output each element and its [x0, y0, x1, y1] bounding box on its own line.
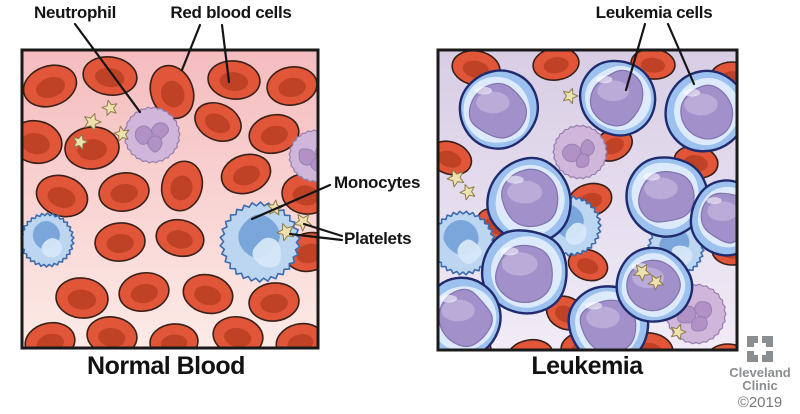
panel-border — [436, 48, 739, 352]
normal-blood-caption: Normal Blood — [87, 352, 245, 380]
red-blood-cell — [22, 64, 78, 108]
red-blood-cell — [220, 153, 272, 195]
leader-line — [302, 222, 344, 238]
platelet-cell — [84, 112, 102, 132]
platelet-cell — [671, 323, 687, 341]
red-blood-cell — [567, 248, 609, 282]
platelet-cell — [647, 274, 664, 291]
leukemia-cell — [578, 59, 657, 137]
leader-line — [73, 22, 142, 114]
copyright-year: ©2019 — [737, 394, 783, 411]
red-blood-cell — [160, 160, 204, 212]
leader-line — [666, 22, 696, 86]
red-blood-cell — [532, 50, 580, 81]
red-blood-cell — [212, 315, 264, 348]
platelet-cell — [446, 169, 465, 188]
platelet-cell — [101, 99, 118, 116]
leukemia-caption: Leukemia — [531, 352, 643, 380]
platelet-cell — [72, 133, 89, 151]
red-blood-cell — [207, 60, 261, 100]
logo-corner — [762, 351, 773, 362]
cleveland-clinic-attribution: Cleveland Clinic ©2019 — [723, 336, 797, 411]
red-blood-cell — [266, 66, 318, 106]
red-blood-cell — [248, 282, 300, 322]
leukemia-cell — [689, 179, 737, 257]
red-blood-cell — [155, 218, 205, 258]
red-blood-cell — [55, 277, 109, 319]
normal-blood-panel — [22, 50, 318, 348]
leukemia-cell — [480, 229, 568, 315]
leukemia-cell — [438, 276, 502, 350]
platelet-cell — [563, 87, 579, 105]
neutrophil-cell — [288, 129, 318, 183]
red-blood-cell — [94, 222, 146, 262]
leukemia-cell — [625, 156, 709, 238]
leader-line — [180, 23, 202, 72]
logo-corner — [762, 336, 773, 347]
red-blood-cell — [506, 338, 554, 350]
red-blood-cell — [182, 273, 234, 315]
red-blood-cell — [98, 172, 150, 212]
red-blood-cell — [64, 126, 120, 170]
leukemia-cell — [486, 156, 572, 245]
neutrophil-label: Neutrophil — [34, 3, 116, 22]
panel-border — [20, 48, 320, 350]
neutrophil-cell — [552, 124, 608, 180]
platelets-label: Platelets — [344, 229, 412, 248]
red-blood-cell — [248, 113, 300, 155]
logo-corner — [747, 336, 758, 347]
leukemia-cell — [664, 69, 737, 153]
red-blood-cell — [194, 101, 242, 143]
leukemia-panel — [438, 50, 737, 350]
monocyte-cell — [22, 212, 75, 268]
leukemia-cell — [567, 285, 650, 350]
leukemia-cell — [458, 69, 540, 150]
leader-line — [624, 22, 647, 92]
logo-corner — [747, 351, 758, 362]
leader-line — [288, 232, 344, 242]
red-blood-cell — [118, 271, 170, 313]
leader-line — [250, 183, 332, 221]
red-blood-cell — [35, 174, 89, 218]
monocytes-label: Monocytes — [334, 173, 421, 192]
monocyte-cell — [219, 201, 301, 283]
brand-name-line1: Cleveland — [729, 365, 791, 380]
platelet-cell — [633, 263, 652, 282]
platelet-cell — [293, 214, 312, 232]
platelet-cell — [459, 184, 476, 201]
leader-line — [220, 23, 231, 84]
neutrophil-cell — [123, 106, 181, 164]
brand-name-line2: Clinic — [742, 378, 778, 393]
red-blood-cell — [86, 316, 138, 348]
cleveland-clinic-logo-icon — [747, 336, 773, 362]
red-blood-cells-label: Red blood cells — [170, 3, 292, 22]
leukemia-cells-label: Leukemia cells — [595, 3, 713, 22]
red-blood-cell — [149, 64, 195, 120]
platelet-cell — [113, 125, 130, 142]
